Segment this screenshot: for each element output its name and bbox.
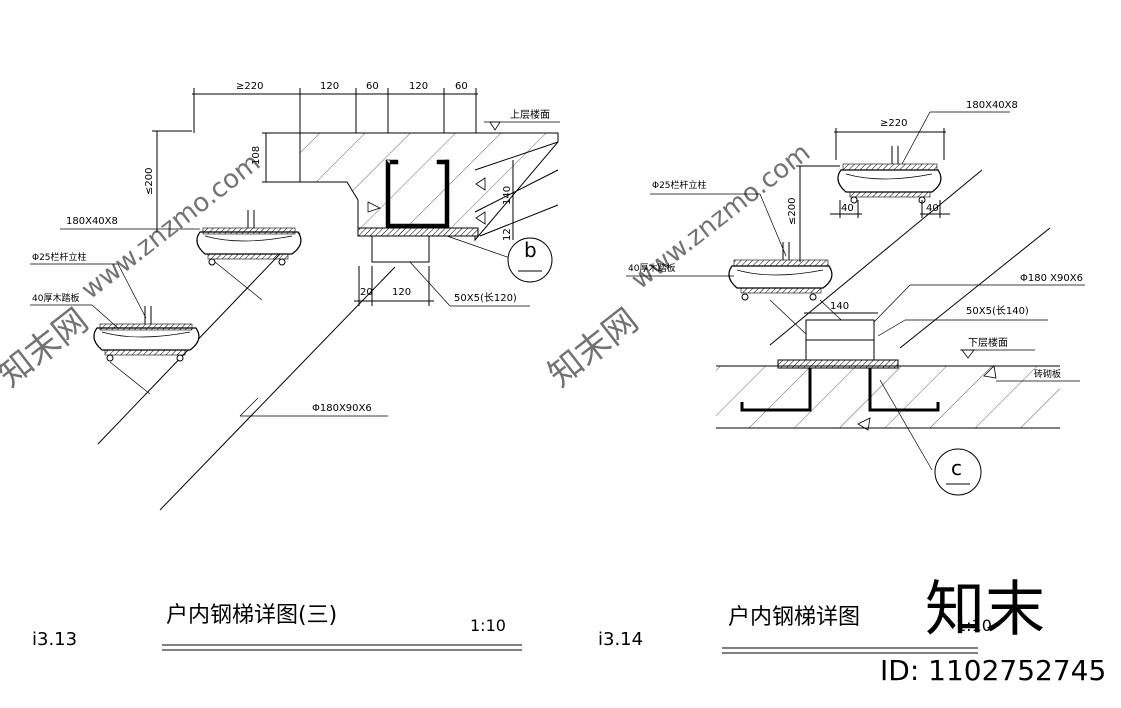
left-code: i3.13 — [32, 629, 77, 650]
left-dim-12: 12 — [502, 228, 513, 241]
left-title: 户内钢梯详图(三) — [166, 603, 337, 628]
left-lower-tread — [93, 306, 200, 362]
right-dim-220: ≥220 — [880, 118, 907, 129]
right-label-pipe: Φ180 X90X6 — [1020, 273, 1083, 284]
right-label-brick-wall: 砖砌板 — [1034, 368, 1061, 380]
right-label-lower-floor: 下层楼面 — [968, 336, 1008, 349]
right-upper-tread — [837, 146, 942, 204]
anchor-angle-left — [740, 368, 812, 412]
support-block — [371, 235, 430, 263]
right-callout-letter: c — [951, 456, 962, 480]
left-dim-120b: 120 — [409, 81, 428, 92]
right-label-plate: 180X40X8 — [966, 100, 1018, 111]
left-dim-120c: 120 — [392, 287, 411, 298]
left-dim-120a: 120 — [320, 81, 339, 92]
left-label-rail-post: Φ25栏杆立柱 — [32, 251, 87, 263]
image-id: ID: 1102752745 — [880, 654, 1106, 687]
lower-floor-slab — [716, 366, 1060, 428]
left-label-pipe: Φ180X90X6 — [312, 403, 372, 414]
left-callout-letter: b — [524, 238, 537, 262]
right-label-tread: 40厚木踏板 — [628, 262, 675, 274]
left-label-upper-floor: 上层楼面 — [510, 108, 550, 121]
left-dim-60b: 60 — [455, 81, 468, 92]
right-lower-tread — [728, 242, 833, 301]
right-dim-40b: 40 — [926, 203, 939, 214]
bearing-plate — [357, 227, 479, 237]
right-title: 户内钢梯详图 — [728, 605, 860, 630]
left-dim-220: ≥220 — [236, 81, 263, 92]
right-stair-detail: ≥220 ≤200 40 40 140 180X40X8 Φ25栏杆立柱 40厚… — [598, 100, 1085, 654]
left-stair-detail: ≥220 120 60 120 60 ≤200 108 140 12 20 12… — [30, 81, 560, 651]
right-scale: 1:10 — [956, 616, 992, 635]
left-dim-60a: 60 — [366, 81, 379, 92]
right-label-rail-post: Φ25栏杆立柱 — [652, 179, 707, 191]
base-plate — [777, 359, 899, 369]
watermark-cjk-left: 知末网 — [0, 301, 96, 395]
left-dim-140: 140 — [502, 186, 513, 205]
anchor-angle-right — [868, 368, 940, 412]
left-upper-tread — [196, 210, 302, 266]
right-dim-200: ≤200 — [787, 198, 798, 225]
right-label-angle: 50X5(长140) — [966, 305, 1029, 317]
watermark-cjk-right: 知末网 — [541, 301, 646, 395]
left-label-tread: 40厚木踏板 — [32, 292, 79, 304]
left-label-angle: 50X5(长120) — [454, 292, 517, 304]
left-dim-20: 20 — [360, 287, 373, 298]
right-stringer-upper-line — [769, 169, 983, 346]
left-dim-108: 108 — [251, 146, 262, 165]
right-stringer-lower-line — [899, 227, 1051, 349]
right-code: i3.14 — [598, 629, 643, 650]
left-scale: 1:10 — [470, 616, 506, 635]
right-dim-40a: 40 — [841, 203, 854, 214]
right-dim-140: 140 — [830, 301, 849, 312]
left-label-plate: 180X40X8 — [66, 216, 118, 227]
left-dim-200: ≤200 — [144, 168, 155, 195]
left-stringer-lower-line — [159, 266, 396, 511]
logo-mark: 知末 — [925, 575, 1045, 645]
